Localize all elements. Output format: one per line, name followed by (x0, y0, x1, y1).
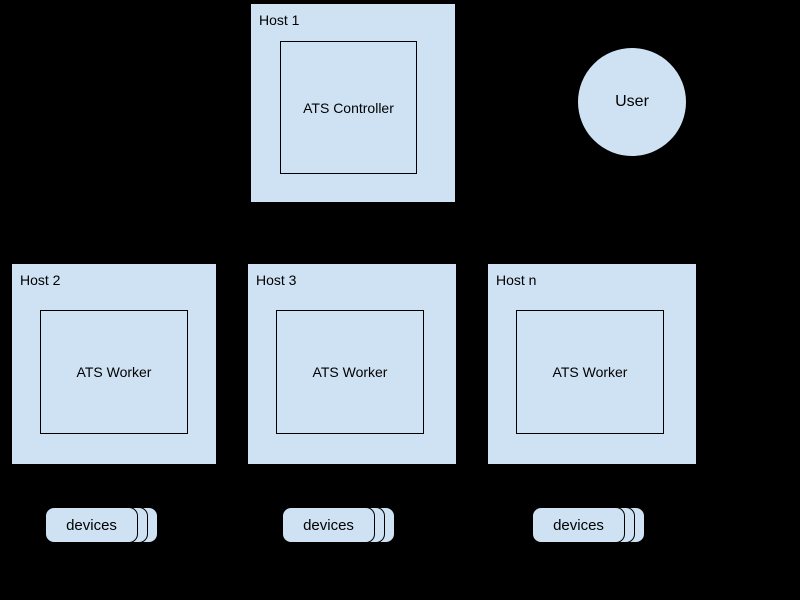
host-2-box: Host 2 ATS Worker (11, 263, 217, 465)
host-n-box: Host n ATS Worker (487, 263, 697, 465)
devices-stack-3: devices (532, 507, 646, 544)
ats-worker-label-1: ATS Worker (76, 364, 152, 380)
devices-label-n: devices (553, 516, 604, 534)
ats-worker-box-n: ATS Worker (516, 310, 664, 434)
ats-controller-box: ATS Controller (280, 41, 417, 174)
ats-worker-label-2: ATS Worker (312, 364, 388, 380)
host-2-label: Host 2 (20, 272, 61, 288)
host-3-label: Host 3 (256, 272, 297, 288)
ats-worker-box-1: ATS Worker (40, 310, 188, 434)
devices-stack-2: devices (282, 507, 396, 544)
host-1-box: Host 1 ATS Controller (250, 3, 456, 203)
devices-label-1: devices (66, 516, 117, 534)
ats-worker-label-n: ATS Worker (552, 364, 628, 380)
devices-stack-1: devices (45, 507, 159, 544)
user-circle: User (577, 47, 687, 157)
devices-card-front: devices (532, 507, 625, 543)
ats-worker-box-2: ATS Worker (276, 310, 424, 434)
user-label: User (615, 93, 649, 110)
devices-label-2: devices (303, 516, 354, 534)
devices-card-front: devices (282, 507, 375, 543)
devices-card-front: devices (45, 507, 138, 543)
ats-controller-label: ATS Controller (303, 99, 394, 116)
host-1-label: Host 1 (259, 12, 300, 28)
host-3-box: Host 3 ATS Worker (247, 263, 457, 465)
host-n-label: Host n (496, 272, 537, 288)
